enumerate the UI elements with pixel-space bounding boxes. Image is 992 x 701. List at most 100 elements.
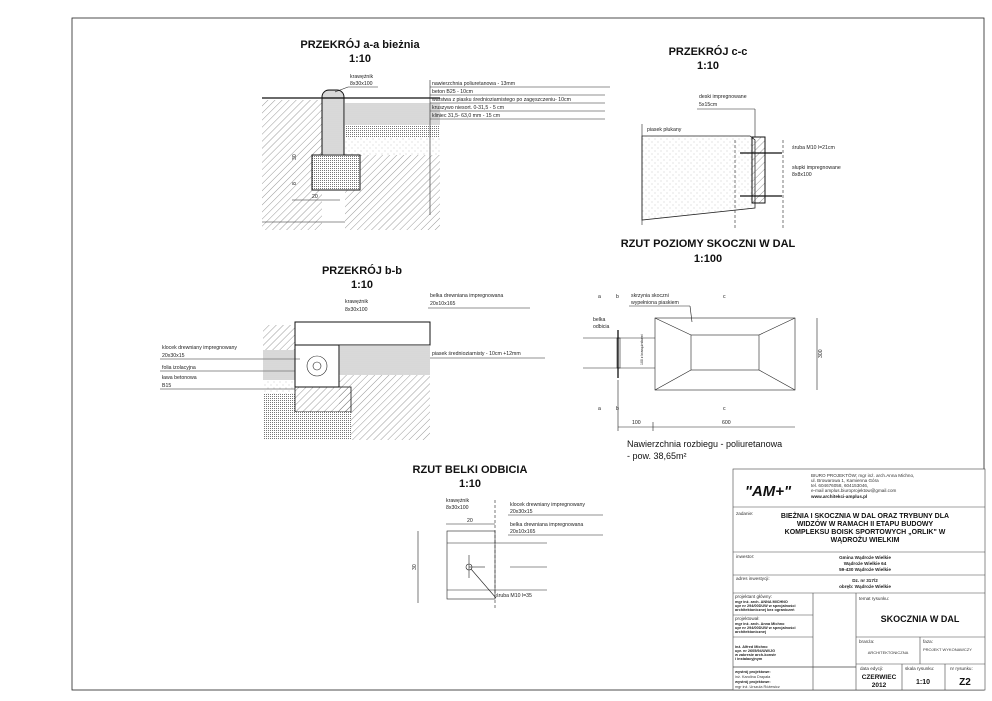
kerb-label: krawężnik: [446, 498, 469, 504]
layer-label: kruszywo niesort. 0-31,5 - 5 cm: [432, 105, 504, 111]
date-label: data edycji:: [860, 666, 883, 671]
dim-width: 20: [312, 194, 318, 200]
scale-value: 1:10: [916, 679, 930, 686]
layer-labels: nawierzchnia poliuretanowa - 13mm beton …: [430, 81, 610, 120]
chief-designer-line: architektonicznej bez ograniczeń: [735, 608, 795, 612]
layer-label: warstwa z piasku średnioziarnistego po z…: [432, 97, 571, 103]
layer-label: nawierzchnia poliuretanowa - 13mm: [432, 81, 515, 87]
block-label: klocek drewniany impregnowany: [162, 345, 237, 351]
designer-label: projektował:: [735, 616, 760, 621]
phase-label: faza:: [923, 639, 933, 644]
section-bb-scale: 1:10: [351, 279, 373, 291]
layer-label: kliniec 31,5- 63,0 mm - 15 cm: [432, 113, 500, 119]
sheet-border: [71, 17, 985, 691]
sand-label: piasek płukany: [647, 127, 682, 133]
section-cc: PRZEKRÓJ c-c 1:10 deski impregnowane 5x1…: [641, 45, 841, 228]
dim-20: 20: [467, 518, 473, 524]
posts-label: słupki impregnowane: [792, 165, 841, 171]
task-label: zadanie:: [736, 511, 753, 516]
investor-label: inwestor:: [736, 554, 754, 559]
beam-size: 20x10x165: [430, 301, 455, 307]
assistant-name: mgr inż. Urszula Różewicz: [735, 685, 780, 689]
dim-height: 30: [292, 154, 298, 160]
block-size: 20x30x15: [162, 353, 185, 359]
marker-b: b: [616, 406, 619, 412]
marker-a: a: [598, 294, 601, 300]
investor-line: Gmina Wądroże Wielkie: [839, 555, 891, 560]
chief-designer-line: upr nr 294/00DUW w specjalności: [735, 604, 796, 608]
bolt-label: śruba M10 l=21cm: [792, 145, 835, 151]
section-cc-scale: 1:10: [697, 60, 719, 72]
section-aa-scale: 1:10: [349, 53, 371, 65]
engineer-line: upr. nr 2605/94/UW/JG: [735, 649, 775, 653]
marker-a: a: [598, 406, 601, 412]
dim-600: 600: [722, 420, 731, 426]
dim-small: 8: [292, 182, 298, 185]
office-line: tel. 604676058, 604153046,: [811, 483, 868, 488]
beam-plan-title: RZUT BELKI ODBICIA: [413, 464, 528, 476]
boards-size: 5x15cm: [699, 102, 717, 108]
surface-area: - pow. 38,65m²: [627, 451, 687, 461]
kerb-size: 8x30x100: [446, 505, 469, 511]
office-line: BIURO PROJEKTÓW; mgr inż. arch.Anna Mich…: [811, 472, 914, 478]
beam-plan-scale: 1:10: [459, 478, 481, 490]
marker-c: c: [723, 406, 726, 412]
block-label: klocek drewniany impregnowany: [510, 502, 585, 508]
footing-label: ława betonowa: [162, 375, 197, 381]
section-markers: a b c a b c: [598, 294, 726, 412]
drawing-topic-label: temat rysunku:: [859, 596, 889, 601]
boards-label: deski impregnowane: [699, 94, 747, 100]
section-aa-title: PRZEKRÓJ a-a bieżnia: [300, 38, 420, 51]
kerb-size: 8x30x100: [350, 81, 373, 87]
board-label: belka: [593, 317, 606, 323]
branch-value: ARCHITEKTONICZNA: [868, 650, 909, 655]
office-website: www.architekci-amplus.pl: [810, 494, 867, 499]
kerb-size: 8x30x100: [345, 307, 368, 313]
title-block-text: "AM+" BIURO PROJEKTÓW; mgr inż. arch.Ann…: [734, 472, 973, 689]
section-bb-title: PRZEKRÓJ b-b: [322, 264, 402, 277]
dim-30: 30: [412, 564, 418, 570]
chief-designer-line: mgr inż. arch. ANNA MICHNO: [735, 600, 788, 604]
section-bb: PRZEKRÓJ b-b 1:10 krawężnik 8x30x100 bel…: [160, 264, 545, 440]
branch-label: branża:: [859, 639, 874, 644]
chief-designer-label: projektant główny:: [735, 594, 772, 599]
task-line: BIEŻNIA I SKOCZNIA W DAL ORAZ TRYBUNY DL…: [781, 512, 949, 520]
plan-scale: 1:100: [694, 253, 722, 265]
investor-line: Wądroże Wielkie 64: [844, 561, 887, 566]
surface-note: Nawierzchnia rozbiegu - poliuretanowa: [627, 439, 782, 449]
footing-grade: B15: [162, 383, 171, 389]
section-cc-title: PRZEKRÓJ c-c: [669, 45, 748, 58]
dim-100: 100: [632, 420, 641, 426]
designer-line: architektonicznej: [735, 630, 766, 634]
board-label-2: odbicia: [593, 324, 610, 330]
dim-runway: 100 z krawężnikami: [640, 334, 644, 365]
kerb-label: krawężnik: [350, 74, 373, 80]
task-line: KOMPLEKSU BOISK SPORTOWYCH „ORLIK" W: [785, 529, 946, 536]
pit-label: skrzynia skoczni: [631, 293, 669, 299]
dim-300: 300: [818, 349, 824, 358]
foil-label: folia izolacyjna: [162, 365, 196, 371]
marker-c: c: [723, 294, 726, 300]
task-line: WĄDROŻU WIELKIM: [831, 536, 900, 544]
investor-line: 59-430 Wądroże Wielkie: [839, 567, 891, 572]
designer-line: upr nr 294/00DUW w specjalności: [735, 626, 796, 630]
address-line: obręb: Wądroże Wielkie: [839, 584, 891, 589]
phase-value: PROJEKT WYKONAWCZY: [923, 647, 972, 652]
title-block: [732, 468, 986, 691]
drawing-topic: SKOCZNIA W DAL: [881, 614, 960, 624]
address-label: adres inwestycji:: [736, 576, 770, 581]
engineer-line: i instalacyjnym: [735, 657, 763, 661]
marker-b: b: [616, 294, 619, 300]
drawing-number: Z2: [959, 677, 971, 688]
office-line: ul. Browarowa 1, Kamienna Góra: [811, 478, 879, 483]
posts-size: 8x8x100: [792, 172, 812, 178]
office-line: e-mail amplus.biuroprojektow@gmail.com: [811, 488, 897, 493]
scale-label: skala rysunku:: [905, 666, 934, 671]
long-jump-plan: RZUT POZIOMY SKOCZNI W DAL 1:100 300 100…: [583, 238, 824, 461]
plan-title: RZUT POZIOMY SKOCZNI W DAL: [621, 238, 796, 250]
pit-label-2: wypełniona piaskiem: [631, 300, 679, 306]
date-year: 2012: [872, 682, 887, 689]
engineer-line: w zakresie arch-konstr: [734, 653, 776, 657]
date-month: CZERWIEC: [862, 674, 897, 681]
